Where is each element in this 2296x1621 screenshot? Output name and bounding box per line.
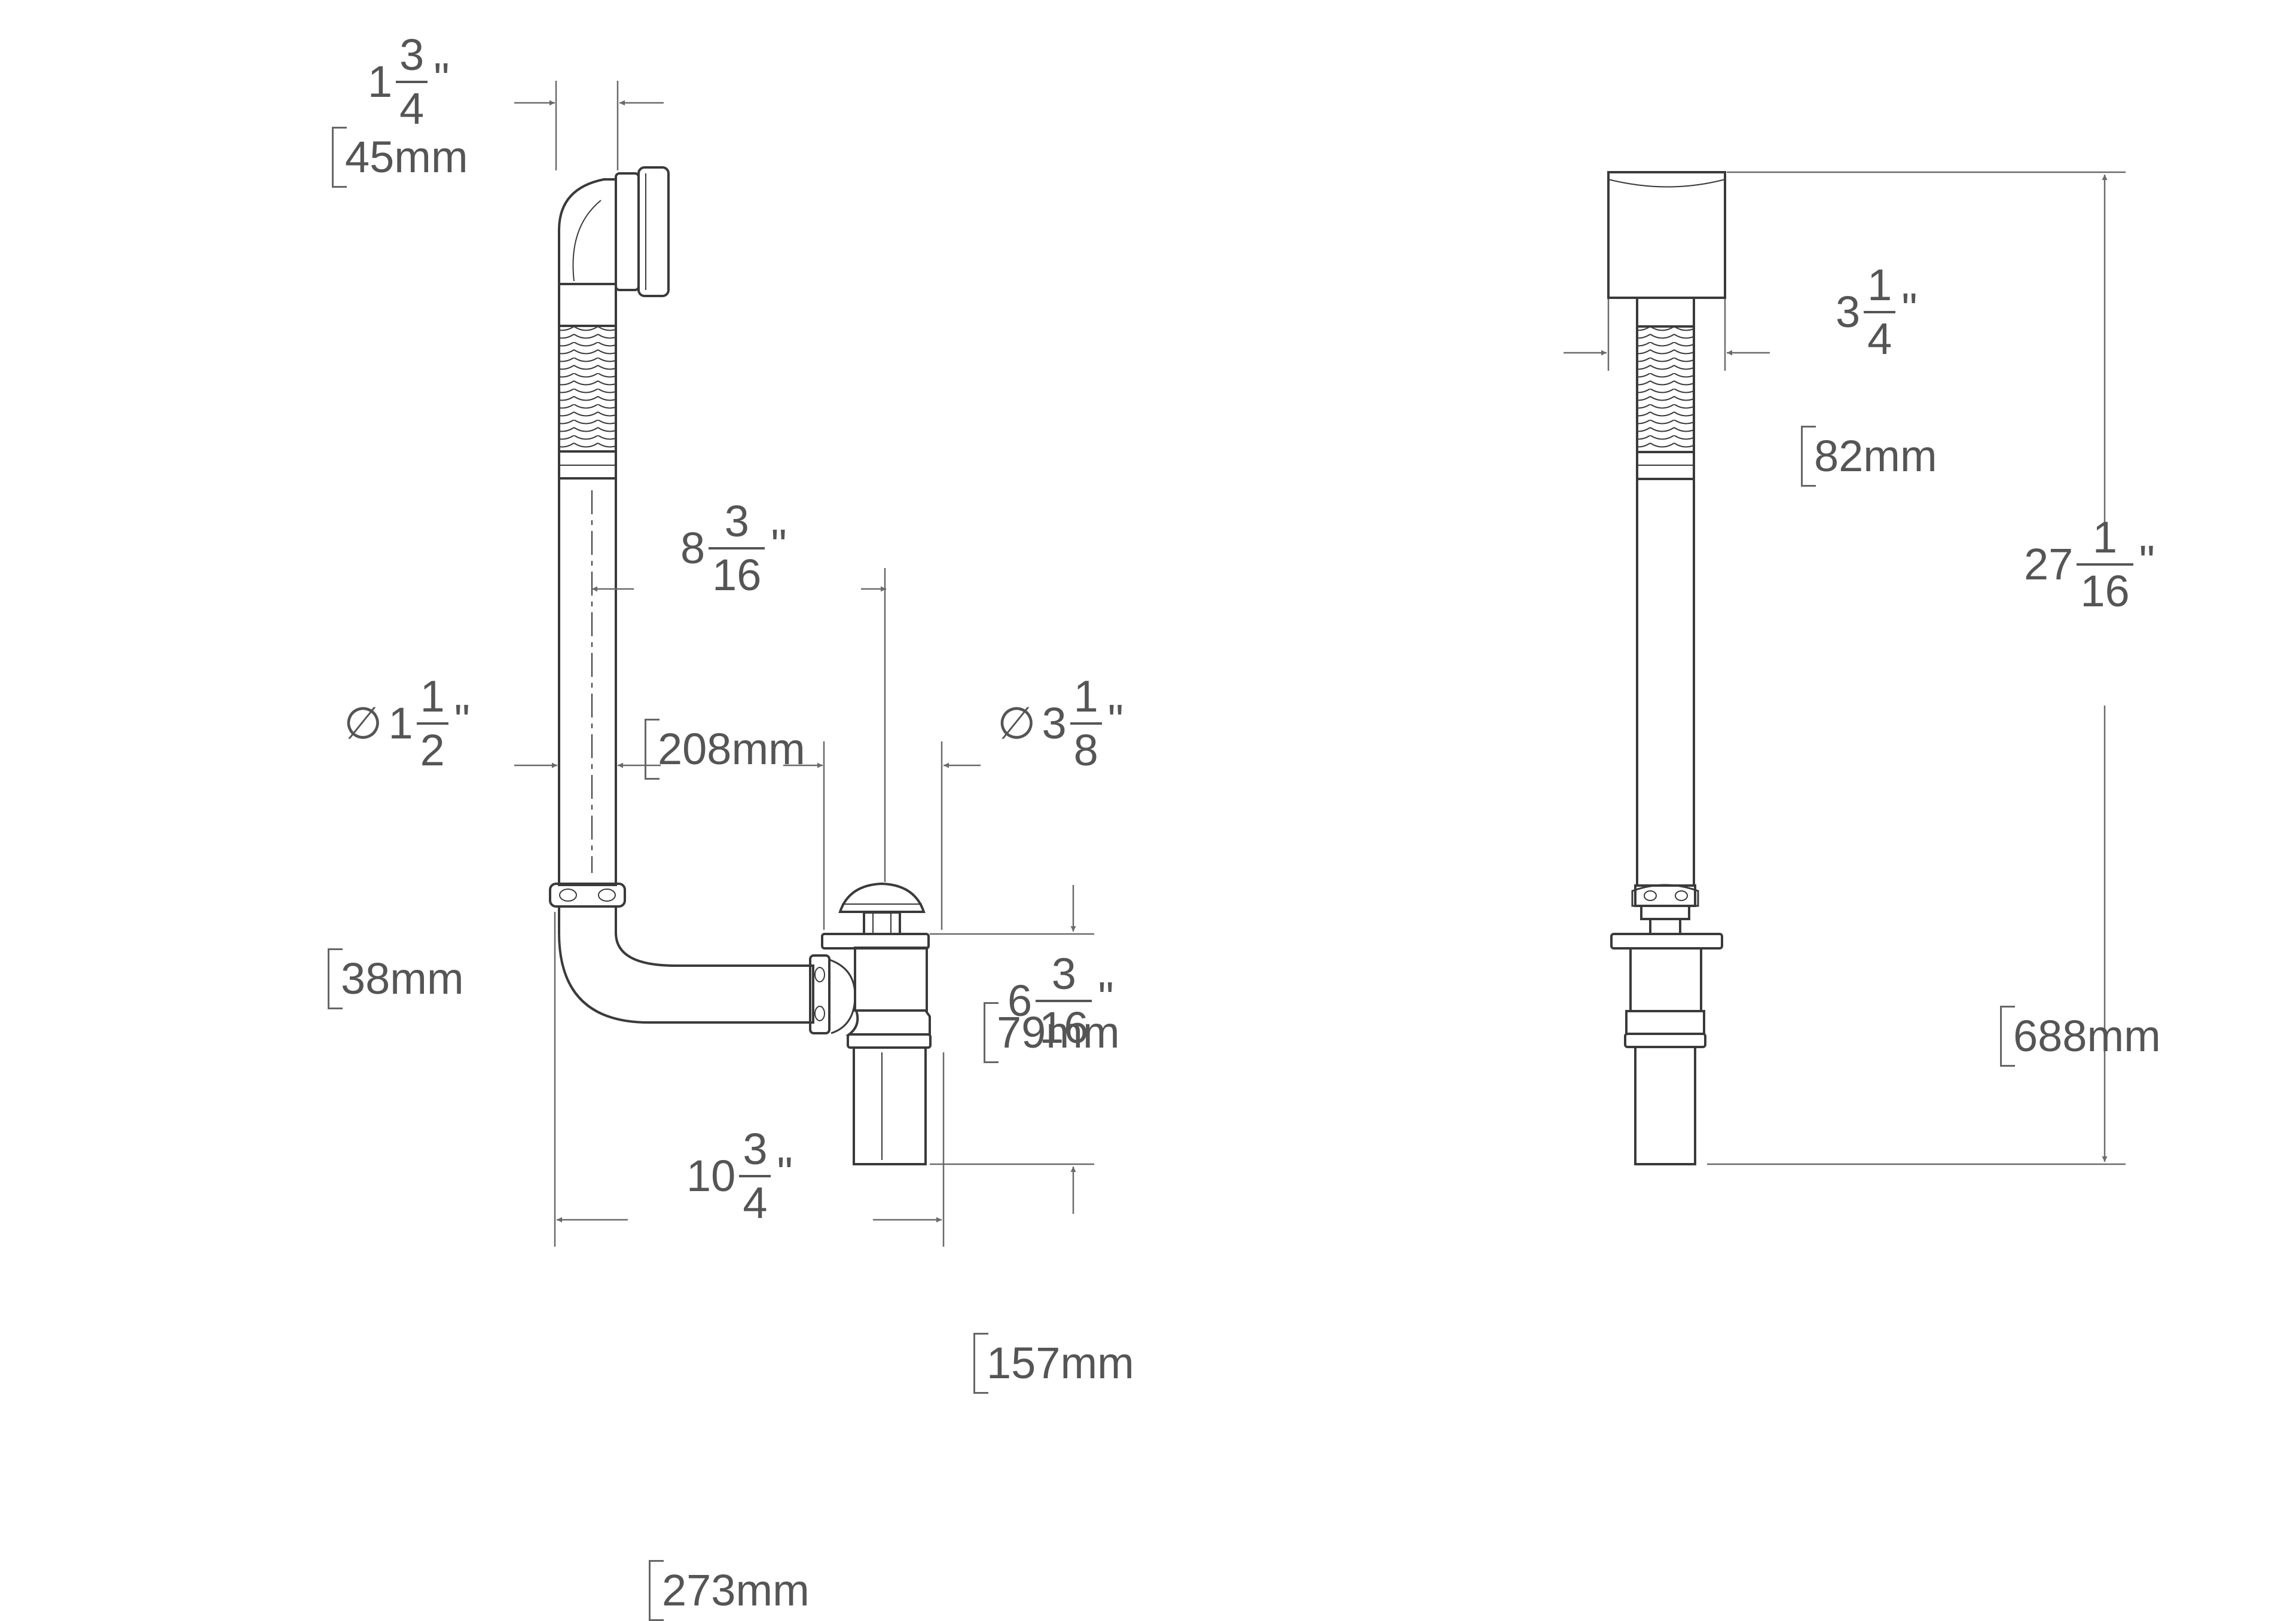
denominator: 4 (399, 84, 425, 133)
whole: 8 (680, 523, 706, 573)
overflow-faceplate (615, 172, 640, 291)
inch-mark: " (771, 520, 787, 570)
fraction-bar (1070, 722, 1102, 725)
drain-flange-front (1610, 933, 1723, 950)
total-length-metric: 273mm (649, 1560, 2296, 1621)
whole: 1 (368, 57, 393, 106)
denominator: 8 (1073, 725, 1098, 775)
overflow-elbow (558, 178, 617, 285)
diameter-symbol: ∅ (997, 698, 1036, 748)
fraction-bar (1036, 1000, 1092, 1002)
numerator: 1 (2092, 512, 2118, 562)
whole: 6 (1007, 976, 1033, 1025)
side-view-dimension-lines (514, 81, 1094, 1247)
numerator: 3 (399, 30, 425, 80)
whole: 3 (1042, 698, 1067, 748)
fraction-bar (1864, 311, 1896, 313)
fraction-bar (709, 547, 765, 550)
denominator: 16 (712, 550, 762, 600)
numerator: 1 (1867, 260, 1892, 310)
side-view (549, 166, 932, 1165)
tailpiece-front (1634, 1046, 1696, 1165)
denominator: 4 (1867, 314, 1892, 364)
fraction-bar (739, 1175, 771, 1177)
inch-mark: " (1901, 284, 1918, 334)
overflow-depth-metric: 45mm (332, 127, 2296, 188)
inch-mark: " (433, 54, 450, 103)
whole: 10 (686, 1151, 736, 1201)
collar-nut (549, 883, 626, 908)
denominator: 4 (743, 1178, 768, 1228)
inch-mark: " (454, 695, 471, 745)
numerator: 1 (420, 671, 445, 721)
fraction-bar (2077, 563, 2133, 566)
corrugated-tube-front (1636, 325, 1695, 453)
drain-diameter-metric: 79mm (984, 1002, 2296, 1063)
technical-drawing (514, 81, 2126, 1247)
overflow-width-metric: 82mm (1801, 426, 2296, 487)
vertical-pipe-front (1636, 478, 1695, 887)
denominator: 2 (420, 725, 445, 775)
corrugated-tube (558, 325, 617, 453)
overflow-to-drain-metric: 208mm (645, 719, 2296, 780)
numerator: 3 (724, 496, 749, 546)
whole: 3 (1836, 287, 1861, 337)
popup-stopper (838, 882, 926, 913)
inch-mark: " (1098, 973, 1114, 1022)
tailpiece (853, 1046, 927, 1165)
total-height-metric: 688mm (2000, 1006, 2296, 1067)
pipe-diameter-metric: 38mm (328, 948, 2296, 1009)
numerator: 3 (1051, 949, 1076, 999)
numerator: 1 (1073, 671, 1098, 721)
fraction-bar (396, 81, 428, 83)
front-view (1607, 171, 1726, 1165)
inch-mark: " (777, 1148, 793, 1198)
numerator: 3 (743, 1124, 768, 1174)
drain-height-metric: 157mm (973, 1333, 2296, 1394)
whole: 27 (2024, 539, 2074, 589)
inch-mark: " (2139, 536, 2155, 586)
fraction-bar (416, 722, 448, 725)
denominator: 16 (2080, 566, 2130, 616)
vertical-pipe (558, 477, 617, 886)
drain-elbow (558, 906, 814, 1024)
denominator: 16 (1039, 1003, 1089, 1052)
whole: 1 (388, 698, 413, 748)
front-view-dimension-lines (1564, 171, 2126, 1165)
inch-mark: " (1107, 695, 1124, 745)
diameter-symbol: ∅ (344, 698, 383, 748)
overflow-cover (1607, 171, 1726, 299)
